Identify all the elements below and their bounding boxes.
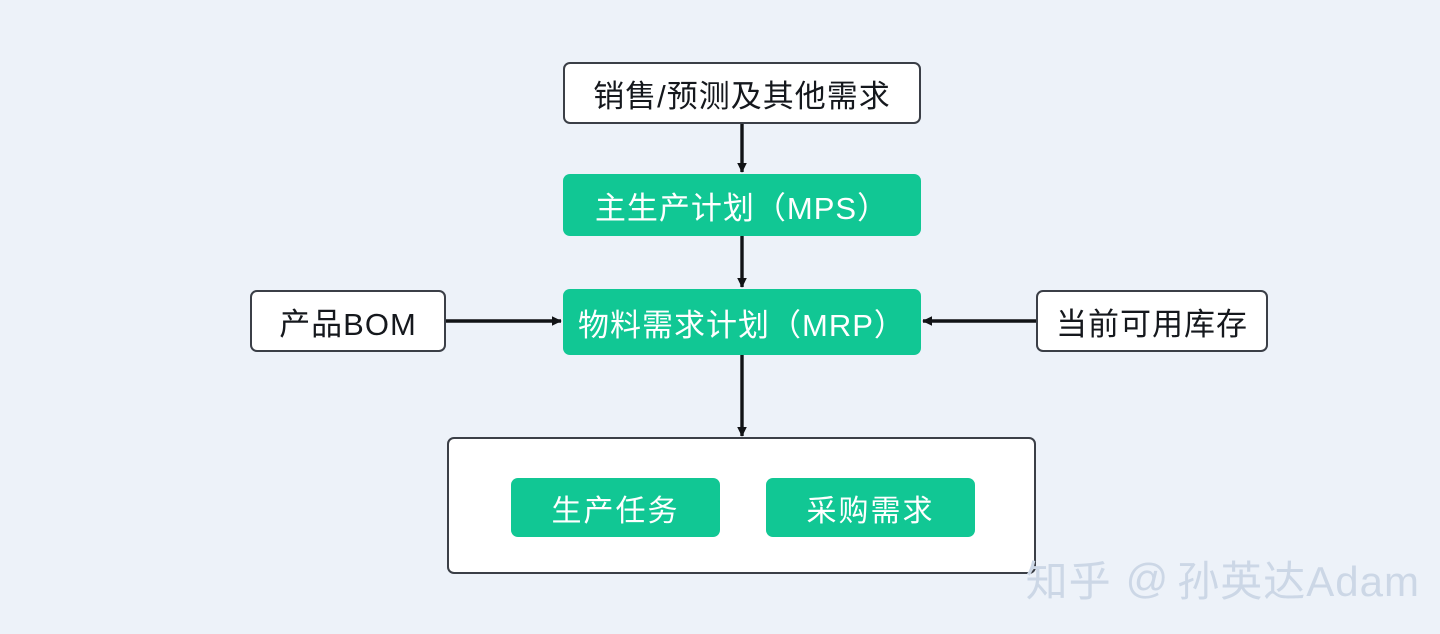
node-master-production-schedule[interactable]: 主生产计划（MPS） [563, 174, 921, 236]
node-purchase-request[interactable]: 采购需求 [766, 478, 975, 537]
node-production-task[interactable]: 生产任务 [511, 478, 720, 537]
node-available-inventory[interactable]: 当前可用库存 [1036, 290, 1268, 352]
watermark-username: 孙英达Adam [1177, 558, 1420, 605]
node-product-bom[interactable]: 产品BOM [250, 290, 446, 352]
node-sales-forecast-demand[interactable]: 销售/预测及其他需求 [563, 62, 921, 124]
watermark-at-symbol: @ [1125, 554, 1170, 602]
watermark: 知乎 @ 孙英达Adam [1026, 548, 1420, 609]
watermark-site: 知乎 [1025, 558, 1112, 605]
node-material-requirements-planning[interactable]: 物料需求计划（MRP） [563, 289, 921, 355]
